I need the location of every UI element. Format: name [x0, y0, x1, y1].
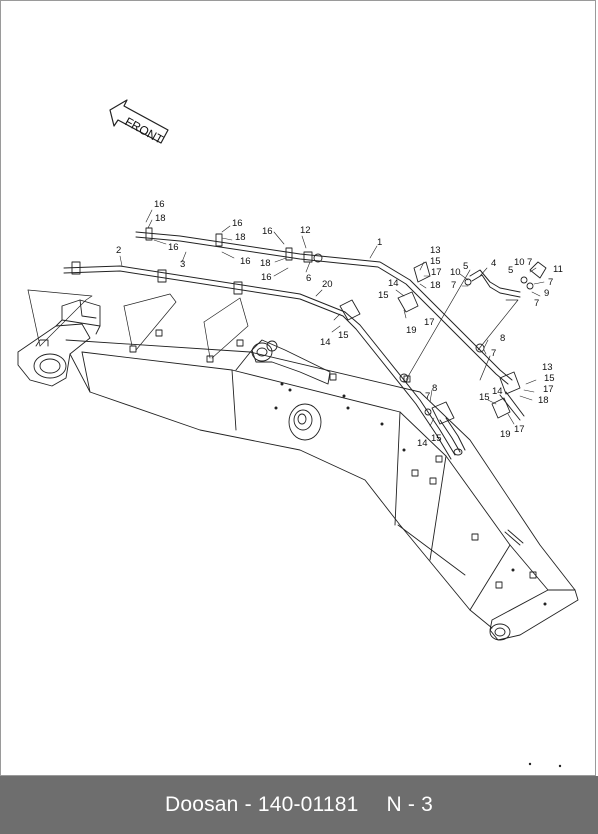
callout-label: 15: [430, 256, 441, 267]
callout-label: 18: [430, 280, 441, 291]
callout-label: 12: [300, 225, 311, 236]
parts-diagram: FRONT 1 2 3 4 5 5 6 7 7 7 7 7 7 8 8 9 10…: [17, 99, 579, 768]
callout-label: 15: [338, 330, 349, 341]
callout-label: 11: [553, 264, 563, 275]
footer-bar: Doosan - 140-01181 N - 3: [0, 776, 598, 834]
callout-label: 16: [262, 226, 273, 237]
callout-numbers: 1 2 3 4 5 5 6 7 7 7 7 7 7 8 8 9 10 10 11…: [116, 199, 563, 449]
callout-label: 14: [320, 337, 331, 348]
callout-label: 13: [430, 245, 441, 256]
drawing-frame: [0, 0, 596, 776]
callout-label: 15: [479, 392, 490, 403]
callout-label: 19: [406, 325, 417, 336]
callout-label: 5: [463, 261, 468, 272]
callout-label: 16: [240, 256, 251, 267]
callout-label: 7: [425, 391, 430, 402]
callout-label: 17: [543, 384, 554, 395]
callout-label: 17: [514, 424, 525, 435]
callout-label: 7: [491, 348, 496, 359]
callout-label: 8: [500, 333, 505, 344]
callout-label: 14: [388, 278, 399, 289]
callout-label: 13: [542, 362, 553, 373]
callout-label: 9: [544, 288, 549, 299]
page-code: N - 3: [386, 793, 434, 816]
callout-label: 18: [235, 232, 246, 243]
callout-label: 4: [491, 258, 496, 269]
callout-label: 7: [534, 298, 539, 309]
callout-label: 8: [432, 383, 437, 394]
front-arrow: [109, 99, 169, 144]
callout-label: 20: [322, 279, 333, 290]
callout-label: 17: [424, 317, 435, 328]
callout-label: 6: [306, 273, 311, 284]
pipe-lines: [63, 231, 525, 460]
leader-frames: [27, 269, 519, 381]
callout-leaders: [119, 209, 545, 427]
callout-label: 3: [180, 259, 185, 270]
callout-label: 5: [508, 265, 513, 276]
callout-label: 18: [260, 258, 271, 269]
callout-label: 7: [451, 280, 456, 291]
callout-label: 17: [431, 267, 442, 278]
boom-body: [17, 299, 579, 768]
callout-label: 7: [548, 277, 553, 288]
callout-label: 1: [377, 237, 382, 248]
front-label: FRONT: [123, 114, 167, 147]
callout-label: 7: [527, 257, 532, 268]
callout-label: 16: [154, 199, 165, 210]
callout-label: 15: [544, 373, 555, 384]
callout-label: 15: [431, 433, 442, 444]
callout-label: 2: [116, 245, 121, 256]
callout-label: 10: [514, 257, 525, 268]
callout-label: 14: [417, 438, 428, 449]
callout-label: 15: [378, 290, 389, 301]
callout-label: 16: [232, 218, 243, 229]
clamps: [71, 227, 547, 425]
callout-label: 18: [155, 213, 166, 224]
callout-label: 10: [450, 267, 461, 278]
callout-label: 18: [538, 395, 549, 406]
callout-label: 16: [168, 242, 179, 253]
callout-label: 16: [261, 272, 272, 283]
callout-label: 19: [500, 429, 511, 440]
callout-label: 14: [492, 386, 503, 397]
footer-title: Doosan - 140-01181: [164, 793, 359, 816]
